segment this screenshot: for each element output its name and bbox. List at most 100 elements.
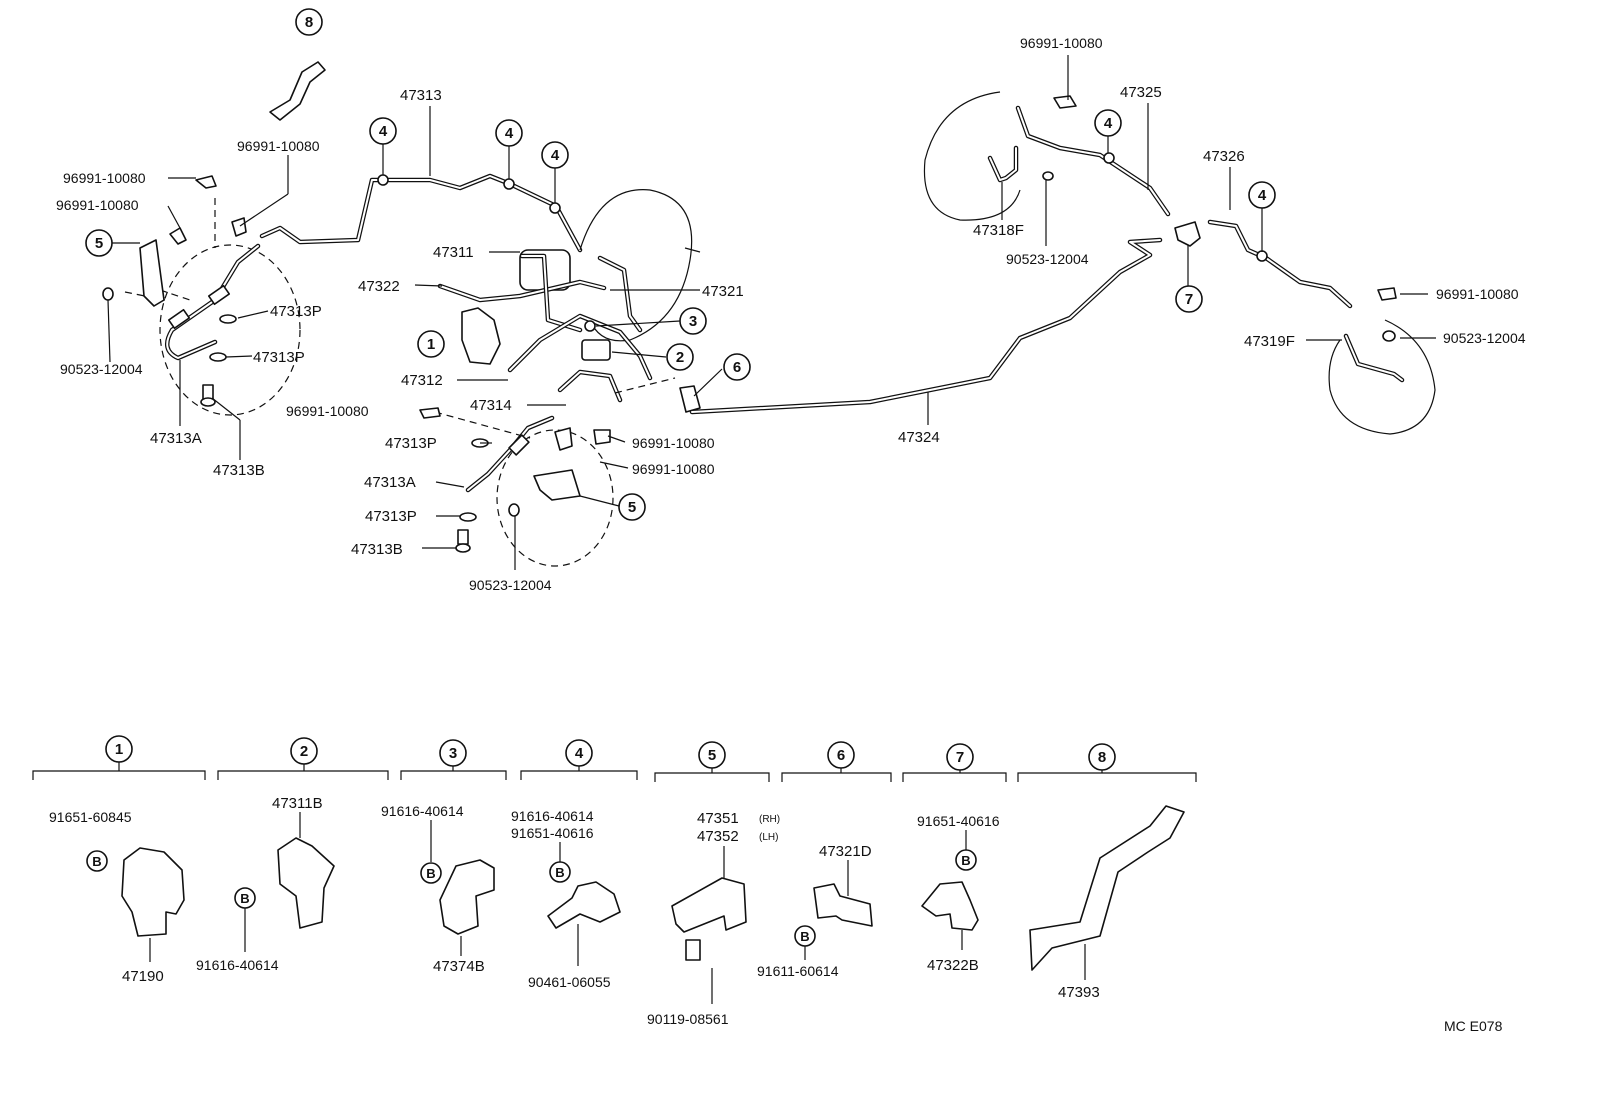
- legend-1-bolt-mark: B: [92, 854, 101, 869]
- legend-1-part: 47190: [122, 968, 164, 985]
- legend-8-part: 47393: [1058, 984, 1100, 1001]
- footer-code: MC E078: [1444, 1018, 1503, 1034]
- label-47313A-b: 47313A: [364, 474, 416, 491]
- legend-5-bolt: 90119-08561: [647, 1011, 729, 1027]
- label-47313P-d: 47313P: [365, 508, 417, 525]
- legend-6-bolt-mark: B: [800, 929, 809, 944]
- legend-2-bolt-label: 91616-40614: [196, 957, 279, 973]
- label-47326: 47326: [1203, 148, 1245, 165]
- label-90523-a: 90523-12004: [60, 361, 143, 377]
- legend-group-4: 4 91616-40614 91651-40616 B 90461-06055: [511, 739, 621, 990]
- ref-8-top-text: 8: [305, 14, 313, 31]
- ref-4-c-text: 4: [551, 147, 560, 164]
- ref-5-right-text: 5: [628, 499, 636, 516]
- ref-4-c: 4: [541, 141, 569, 169]
- legend-group-2: 2 47311B B 91616-40614: [196, 737, 335, 973]
- pipe-47313: [259, 173, 583, 253]
- label-47313P-c: 47313P: [385, 435, 437, 452]
- ref-4-d: 4: [1094, 109, 1122, 137]
- ref-1-main-text: 1: [427, 336, 435, 353]
- legend-5-lh-tag: (LH): [759, 832, 778, 843]
- ref-1-main: 1: [417, 330, 445, 358]
- ref-2-main: 2: [666, 343, 694, 371]
- label-47313B-b: 47313B: [351, 541, 403, 558]
- label-47313B-a: 47313B: [213, 462, 265, 479]
- ref-3-main: 3: [679, 307, 707, 335]
- front-right-hose-assembly: [419, 377, 701, 567]
- leader-lines: [107, 55, 1436, 570]
- label-47313A-a: 47313A: [150, 430, 202, 447]
- ref-4-e-text: 4: [1258, 187, 1267, 204]
- label-47312: 47312: [401, 372, 443, 389]
- legend-3-ref: 3: [449, 745, 457, 762]
- legend-5-ref: 5: [708, 747, 716, 764]
- ref-7-main: 7: [1175, 285, 1203, 313]
- legend-7-ref: 7: [956, 749, 964, 766]
- master-cylinder-area: [437, 189, 701, 403]
- legend-group-8: 8 47393: [1029, 743, 1185, 1001]
- legend-brackets: [32, 762, 1197, 782]
- ref-circles-upper: 8 4 4 4 5 1 3 2 6 5 4 7 4: [85, 8, 1276, 521]
- label-47319F: 47319F: [1244, 333, 1295, 350]
- label-96991-c: 96991-10080: [56, 197, 139, 213]
- label-96991-e: 96991-10080: [632, 435, 715, 451]
- label-96991-g: 96991-10080: [1020, 35, 1103, 51]
- ref-2-main-text: 2: [676, 349, 684, 366]
- label-90523-d: 90523-12004: [1443, 330, 1526, 346]
- ref-5-right: 5: [618, 493, 646, 521]
- label-96991-a: 96991-10080: [237, 138, 320, 154]
- ref-6-main-text: 6: [733, 359, 741, 376]
- rear-left-assembly: [923, 91, 1201, 247]
- legend-group-5: 5 47351 (RH) 47352 (LH) 90119-08561: [647, 741, 780, 1027]
- ref-5-left: 5: [85, 229, 113, 257]
- legend-4-ref: 4: [575, 745, 584, 762]
- legend-4-part: 90461-06055: [528, 974, 611, 990]
- legend-6-part: 47321D: [819, 843, 872, 860]
- label-47314: 47314: [470, 397, 512, 414]
- label-47321: 47321: [702, 283, 744, 300]
- ref-4-b-text: 4: [505, 125, 514, 142]
- ref-4-d-text: 4: [1104, 115, 1113, 132]
- ref-4-e: 4: [1248, 181, 1276, 209]
- label-47324: 47324: [898, 429, 940, 446]
- legend-group-3: 3 91616-40614 B 47374B: [381, 739, 495, 975]
- legend-2-bolt-mark: B: [240, 891, 249, 906]
- legend-5-part-rh: 47351: [697, 810, 739, 827]
- legend-4-bolt-label-1: 91616-40614: [511, 808, 594, 824]
- legend-8-ref: 8: [1098, 749, 1106, 766]
- legend-3-part: 47374B: [433, 958, 485, 975]
- label-47311: 47311: [433, 244, 474, 261]
- label-47325: 47325: [1120, 84, 1162, 101]
- legend-7-part: 47322B: [927, 957, 979, 974]
- legend-3-bolt-label: 91616-40614: [381, 803, 464, 819]
- legend-group-6: 6 47321D B 91611-60614: [757, 741, 873, 979]
- ref-7-main-text: 7: [1185, 291, 1193, 308]
- ref-4-b: 4: [495, 119, 523, 147]
- legend-6-bolt-label: 91611-60614: [757, 963, 839, 979]
- label-96991-b: 96991-10080: [63, 170, 146, 186]
- legend-6-ref: 6: [837, 747, 845, 764]
- label-96991-f: 96991-10080: [632, 461, 715, 477]
- legend-3-bolt-mark: B: [426, 866, 435, 881]
- pipe-47324: [689, 237, 1163, 415]
- ref-4-a: 4: [369, 117, 397, 145]
- legend-group-7: 7 91651-40616 B 47322B: [917, 743, 1000, 974]
- label-47318F: 47318F: [973, 222, 1024, 239]
- legend-4-bolt-mark: B: [555, 865, 564, 880]
- legend-7-bolt-mark: B: [961, 853, 970, 868]
- legend-5-rh-tag: (RH): [759, 814, 780, 825]
- legend-1-ref: 1: [115, 741, 123, 758]
- legend-4-bolt-label-2: 91651-40616: [511, 825, 594, 841]
- label-47313-top: 47313: [400, 87, 442, 104]
- part-labels-upper: 47313 96991-10080 96991-10080 96991-1008…: [56, 35, 1526, 593]
- front-left-hose-assembly: [102, 175, 301, 416]
- label-47313P-b: 47313P: [253, 349, 305, 366]
- ref-4-a-text: 4: [379, 123, 388, 140]
- label-47322: 47322: [358, 278, 400, 295]
- legend-1-bolt-label: 91651-60845: [49, 809, 132, 825]
- legend-2-ref: 2: [300, 743, 308, 760]
- ref-8-top: 8: [295, 8, 323, 36]
- ref-5-left-text: 5: [95, 235, 103, 252]
- bracket-8-top: [269, 61, 326, 121]
